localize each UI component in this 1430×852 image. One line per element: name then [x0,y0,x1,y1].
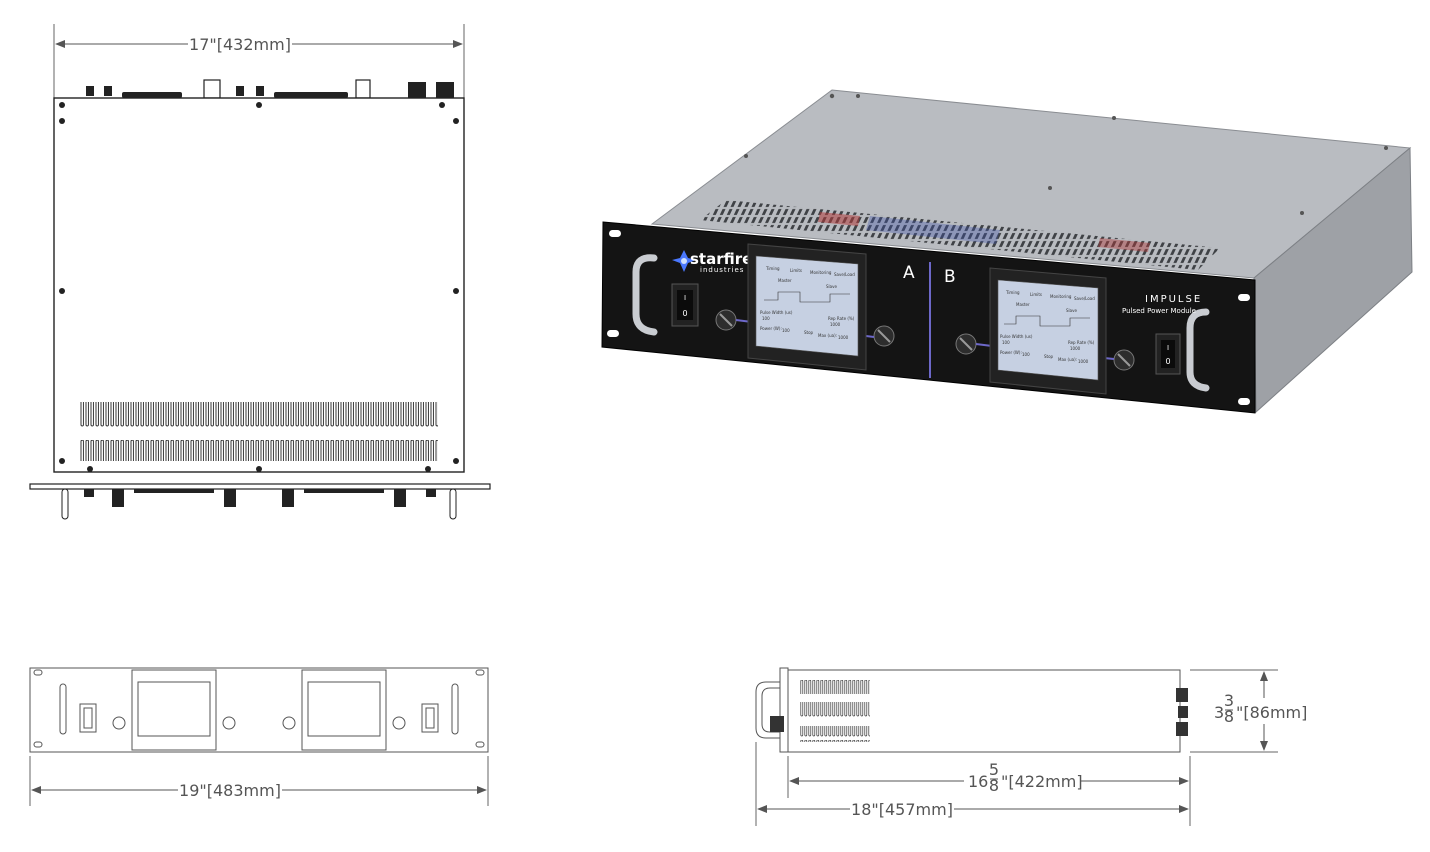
switch-on-mark-left: I [684,294,686,302]
front-view-panel [29,667,489,753]
front-knobs-top-view [61,488,457,520]
top-screws [59,102,459,464]
screen-a-tab-monitoring[interactable]: Monitoring [810,270,832,275]
screen-a-tab-limits[interactable]: Limits [790,268,802,273]
screen-b-slave[interactable]: Slave [1066,308,1077,313]
screen-b-tab-monitoring[interactable]: Monitoring [1050,294,1072,299]
depth-body-mm: "[422mm] [1001,772,1083,791]
power-switch-left[interactable]: I 0 [671,283,699,327]
screen-a-tab-saveload[interactable]: Save/Load [834,272,855,277]
brand-name: starfire [690,250,752,268]
height-mm: "[86mm] [1236,703,1307,722]
top-vent-slots-lower [80,435,438,461]
screen-a-max-value: 1000 [838,335,849,340]
isometric-view: I 0 I 0 starfire industries A B IMPULSE … [601,89,1413,414]
knob-a-right[interactable] [873,325,895,347]
right-handle [1186,308,1210,392]
height-denominator: 8 [1224,707,1234,726]
depth-total-label: 18"[457mm] [851,800,953,819]
screen-a[interactable]: Timing Limits Monitoring Save/Load Maste… [747,243,867,371]
top-view: 17"[432mm] [29,24,491,520]
screen-b-power-label: Power (W): [1000,350,1022,355]
switch-off-mark-right: 0 [1165,357,1170,366]
depth-body-label: 16 5 8 "[422mm] [968,760,1083,795]
screen-a-max-label: Max (ua): [818,333,837,338]
screen-b-master[interactable]: Master [1016,302,1030,307]
channel-b-label: B [944,267,956,287]
screen-a-pulse-width-value[interactable]: 100 [762,316,770,321]
screen-a-stop[interactable]: Stop [804,330,814,335]
starfire-logo [672,250,696,272]
side-view: 3 3 8 "[86mm] 16 5 8 "[422mm] 18"[457mm] [755,667,1308,826]
product-sub: Pulsed Power Module [1122,307,1196,315]
screen-a-slave[interactable]: Slave [826,284,837,289]
screen-b-tab-timing[interactable]: Timing [1005,290,1020,295]
screen-b-tab-saveload[interactable]: Save/Load [1074,296,1095,301]
height-label: 3 3 8 "[86mm] [1214,691,1307,726]
screen-a-power-label: Power (W): [760,326,782,331]
screen-b-power-value: 100 [1022,352,1030,357]
screen-b-rep-rate-value[interactable]: 1000 [1070,346,1081,351]
power-switch-right[interactable]: I 0 [1155,333,1181,375]
rear-connectors [86,79,454,99]
left-handle [632,254,658,336]
product-name: IMPULSE [1145,294,1202,305]
screen-a-power-value: 100 [782,328,790,333]
knob-a-left[interactable] [715,309,737,331]
screen-a-rep-rate-value[interactable]: 1000 [830,322,841,327]
top-width-label: 17"[432mm] [189,35,291,54]
screen-b-rep-rate-label: Rep Rate (%) [1068,340,1095,345]
height-whole: 3 [1214,703,1224,722]
switch-off-mark-left: 0 [682,309,687,318]
screen-a-master[interactable]: Master [778,278,792,283]
screen-b-pulse-width-value[interactable]: 100 [1002,340,1010,345]
depth-body-whole: 16 [968,772,988,791]
front-view: 19"[483mm] [29,667,489,806]
screen-b[interactable]: Timing Limits Monitoring Save/Load Maste… [989,267,1107,395]
screen-b-tab-limits[interactable]: Limits [1030,292,1042,297]
depth-body-numerator: 5 [989,760,999,779]
screen-a-rep-rate-label: Rep Rate (%) [828,316,855,321]
screen-a-pulse-width-label: Pulse Width (us) [760,310,793,315]
screen-b-max-value: 1000 [1078,359,1089,364]
knob-b-left[interactable] [955,333,977,355]
height-numerator: 3 [1224,691,1234,710]
channel-a-label: A [903,263,915,283]
front-width-label: 19"[483mm] [179,781,281,800]
depth-body-denominator: 8 [989,776,999,795]
screen-b-stop[interactable]: Stop [1044,354,1054,359]
brand-sub: industries [700,266,744,274]
knob-b-right[interactable] [1113,349,1135,371]
screen-a-tab-timing[interactable]: Timing [765,266,780,271]
switch-on-mark-right: I [1167,344,1169,352]
screen-b-pulse-width-label: Pulse Width (us) [1000,334,1033,339]
screen-b-max-label: Max (ua): [1058,357,1077,362]
front-flange [29,483,491,490]
top-vent-slots-upper [80,402,438,428]
